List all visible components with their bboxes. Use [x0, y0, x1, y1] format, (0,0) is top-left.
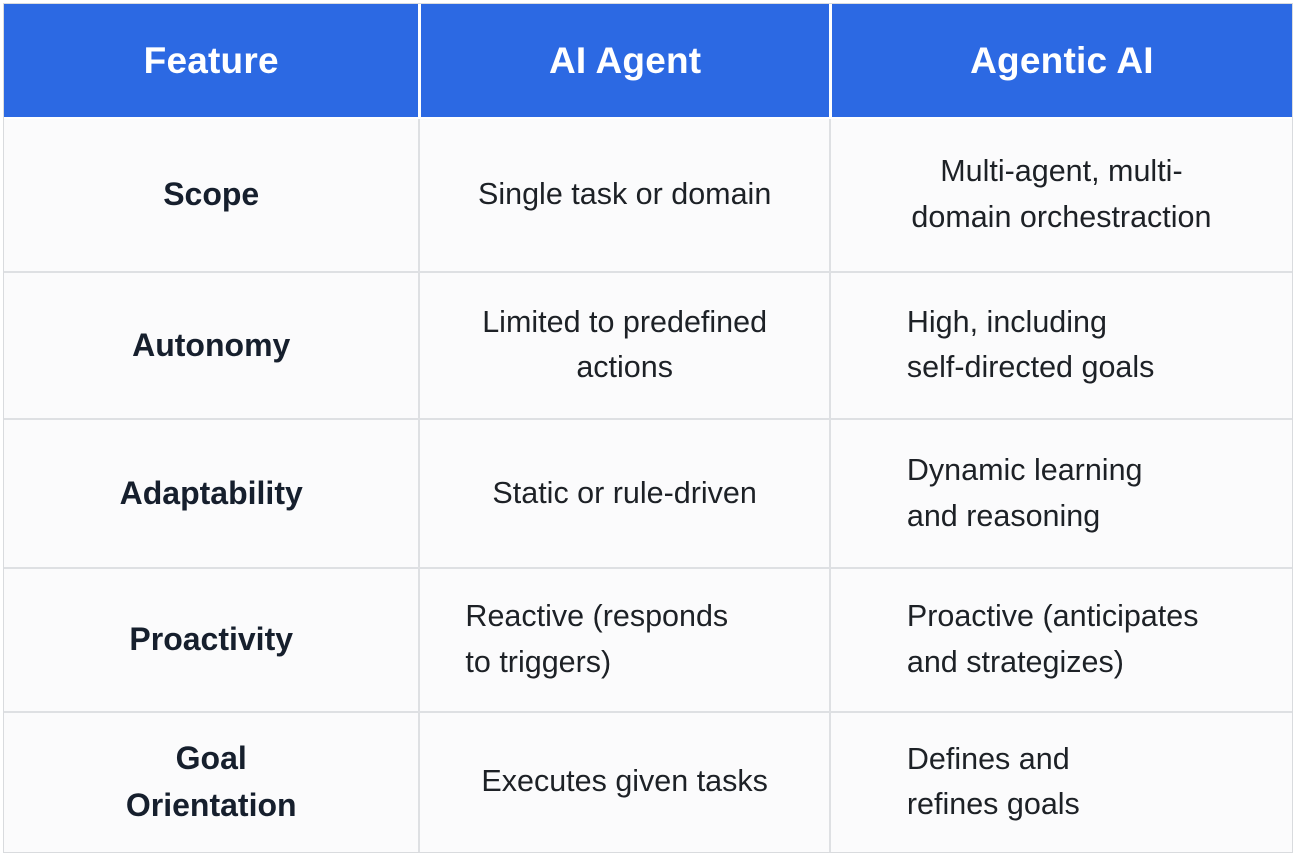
- ai-agent-cell: Reactive (responds to triggers): [418, 567, 829, 711]
- feature-cell: Goal Orientation: [4, 710, 419, 852]
- header-cell-agentic-ai: Agentic AI: [828, 4, 1292, 120]
- agentic-ai-cell: Multi-agent, multi- domain orchestractio…: [828, 119, 1292, 271]
- header-cell-feature: Feature: [4, 4, 419, 120]
- agentic-ai-cell: Defines and refines goals: [828, 710, 1292, 852]
- feature-cell: Adaptability: [4, 418, 419, 568]
- ai-agent-cell: Static or rule-driven: [418, 418, 829, 568]
- feature-cell: Autonomy: [4, 270, 419, 419]
- agentic-ai-cell: Dynamic learning and reasoning: [828, 418, 1292, 568]
- agentic-ai-cell: High, including self-directed goals: [828, 270, 1292, 419]
- feature-cell: Proactivity: [4, 567, 419, 711]
- ai-agent-cell: Limited to predefined actions: [418, 270, 829, 419]
- ai-agent-cell: Executes given tasks: [418, 710, 829, 852]
- header-cell-ai-agent: AI Agent: [418, 4, 829, 120]
- agentic-ai-cell: Proactive (anticipates and strategizes): [828, 567, 1292, 711]
- comparison-table: Feature AI Agent Agentic AI Scope Single…: [3, 3, 1293, 853]
- feature-cell: Scope: [4, 119, 419, 271]
- ai-agent-cell: Single task or domain: [418, 119, 829, 271]
